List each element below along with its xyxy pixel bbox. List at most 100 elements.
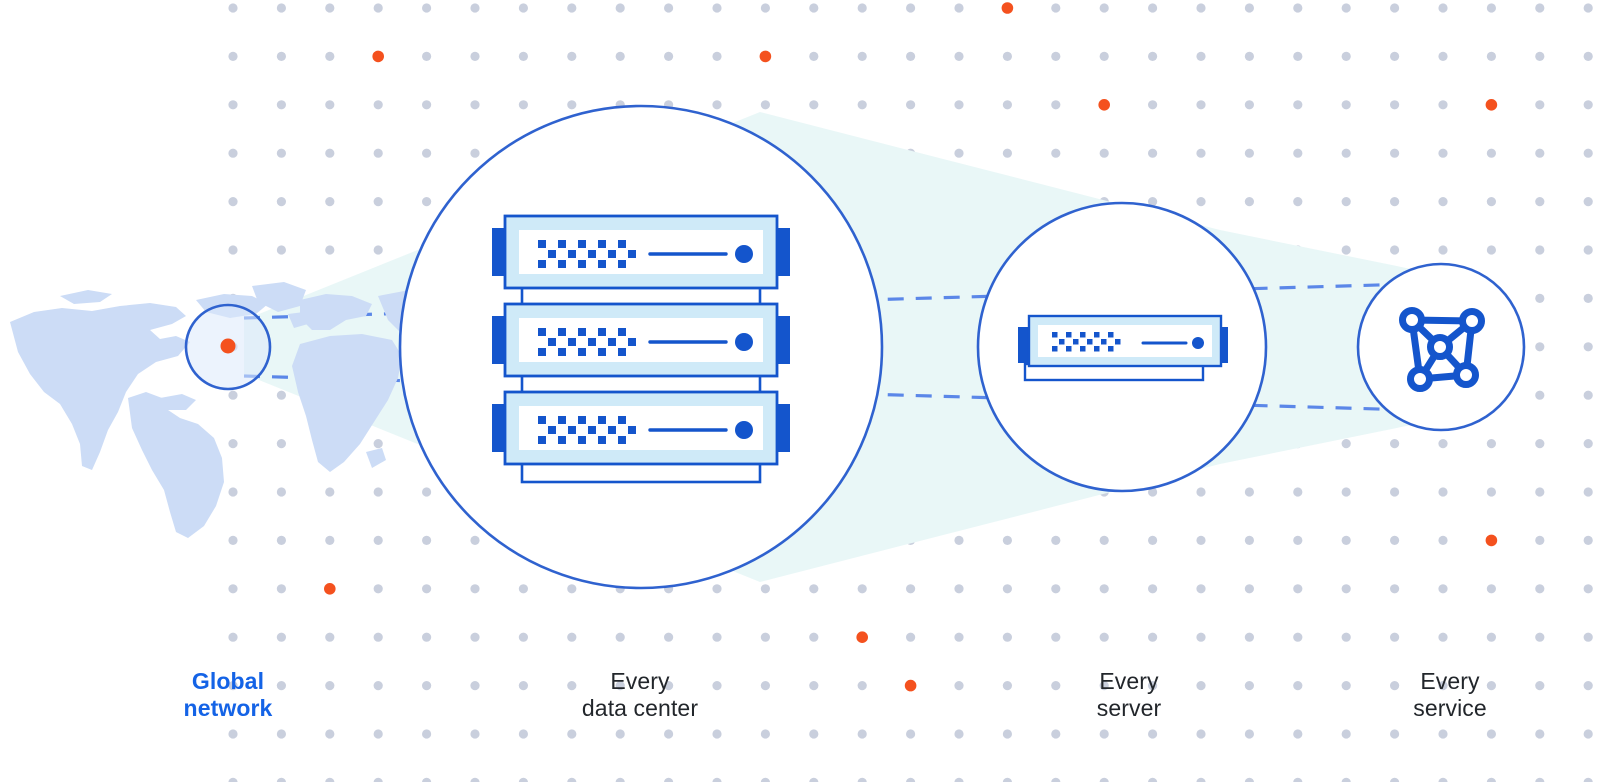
grid-dot xyxy=(1099,632,1109,642)
grid-dot xyxy=(1390,3,1400,13)
grid-dot xyxy=(1438,535,1448,546)
grid-dot xyxy=(1341,51,1351,62)
grid-dot xyxy=(1583,729,1593,739)
grid-dot xyxy=(809,777,819,782)
grid-dot xyxy=(1535,584,1545,594)
single-server-icon xyxy=(1018,314,1228,382)
map-focus-circle xyxy=(184,303,272,391)
grid-dot xyxy=(1341,729,1351,739)
grid-dot xyxy=(1341,584,1351,594)
grid-dot xyxy=(1583,293,1593,303)
grid-dot xyxy=(228,584,238,594)
grid-dot xyxy=(567,632,577,642)
grid-dot xyxy=(373,3,383,13)
grid-dot xyxy=(276,197,286,207)
grid-dot xyxy=(1390,51,1400,62)
grid-dot xyxy=(470,148,480,158)
grid-dot xyxy=(615,777,625,782)
grid-dot xyxy=(1438,51,1448,62)
grid-dot xyxy=(276,3,286,13)
grid-dot xyxy=(1583,51,1593,62)
grid-dot xyxy=(615,729,625,739)
grid-dot xyxy=(1341,197,1351,207)
grid-dot xyxy=(1390,584,1400,594)
grid-dot xyxy=(615,681,625,691)
grid-dot xyxy=(1535,342,1545,352)
server-unit-2 xyxy=(492,302,790,378)
grid-dot xyxy=(1099,681,1109,691)
grid-dot xyxy=(1293,632,1303,642)
grid-dot xyxy=(373,100,383,110)
grid-dot xyxy=(567,584,577,594)
grid-dot xyxy=(1583,487,1593,497)
grid-dot xyxy=(1486,148,1496,158)
grid-dot xyxy=(664,3,674,13)
grid-dot xyxy=(760,100,771,110)
grid-dot xyxy=(1051,3,1061,13)
grid-dot xyxy=(325,197,335,207)
grid-dot xyxy=(664,681,674,691)
grid-dot xyxy=(712,777,722,782)
grid-dot xyxy=(1244,51,1254,62)
grid-dot xyxy=(325,777,335,782)
grid-dot xyxy=(760,584,771,594)
grid-dot xyxy=(906,777,916,782)
grid-dot xyxy=(1583,100,1593,110)
grid-dot xyxy=(470,584,480,594)
grid-dot xyxy=(1438,197,1448,207)
grid-dot xyxy=(1486,51,1496,62)
grid-dot xyxy=(857,3,867,13)
grid-dot xyxy=(1583,3,1593,13)
status-indicator-dot xyxy=(1192,337,1204,349)
grid-dot xyxy=(373,439,383,449)
grid-dot xyxy=(1341,439,1351,449)
grid-dot xyxy=(1293,777,1303,782)
grid-dot-highlight xyxy=(1001,2,1014,14)
grid-dot xyxy=(1148,584,1158,594)
grid-dot xyxy=(906,584,916,594)
grid-dot xyxy=(809,100,819,110)
grid-dot xyxy=(615,3,625,13)
grid-dot xyxy=(1438,100,1448,110)
grid-dot xyxy=(325,535,335,546)
grid-dot xyxy=(1390,148,1400,158)
grid-dot xyxy=(567,681,577,691)
grid-dot xyxy=(1583,342,1593,352)
grid-dot xyxy=(470,100,480,110)
node-bottom-left xyxy=(1407,366,1433,392)
grid-dot xyxy=(1196,681,1206,691)
grid-dot xyxy=(1293,197,1303,207)
grid-dot xyxy=(1002,681,1013,691)
grid-dot xyxy=(712,3,722,13)
server-unit-1 xyxy=(492,214,790,290)
grid-dot xyxy=(1099,777,1109,782)
grid-dot xyxy=(906,3,916,13)
grid-dot xyxy=(470,535,480,546)
grid-dot xyxy=(1148,681,1158,691)
grid-dot xyxy=(1196,3,1206,13)
grid-dot xyxy=(325,245,335,255)
grid-dot xyxy=(1293,681,1303,691)
grid-dot xyxy=(422,51,432,62)
grid-dot xyxy=(228,632,238,642)
grid-dot xyxy=(1051,584,1061,594)
grid-dot xyxy=(373,197,383,207)
grid-dot xyxy=(518,51,529,62)
grid-dot xyxy=(1486,777,1496,782)
grid-dot xyxy=(1438,777,1448,782)
grid-dot xyxy=(228,487,238,497)
grid-dot xyxy=(1486,487,1496,497)
grid-dot xyxy=(1341,3,1351,13)
grid-dot xyxy=(857,681,867,691)
server-unit-3 xyxy=(492,390,790,466)
grid-dot xyxy=(1148,729,1158,739)
grid-dot xyxy=(1051,148,1061,158)
grid-dot xyxy=(1244,3,1254,13)
grid-dot xyxy=(276,245,286,255)
grid-dot xyxy=(470,729,480,739)
grid-dot xyxy=(518,3,529,13)
grid-dot xyxy=(1583,681,1593,691)
grid-dot xyxy=(1486,584,1496,594)
grid-dot xyxy=(1099,3,1109,13)
